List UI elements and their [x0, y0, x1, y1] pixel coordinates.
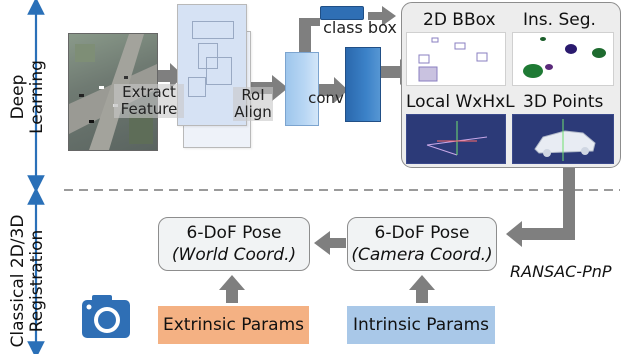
feature-region-2 [198, 43, 218, 69]
points-title: 3D Points [523, 92, 604, 112]
conv-block [345, 47, 381, 122]
registration-label: Classical 2D/3D Registration [8, 214, 47, 348]
roi-align-label: RoI Align [233, 86, 273, 121]
arrow-camera-to-world-pose [314, 231, 346, 255]
feature-region-4 [188, 77, 206, 97]
segmentation-preview-icon [523, 37, 606, 78]
dims-preview-icon [426, 121, 488, 156]
world-pose-box: 6-DoF Pose (World Coord.) [158, 217, 310, 271]
deep-learning-label: Deep Learning [8, 60, 47, 134]
car-points-icon [534, 119, 596, 161]
ransac-pnp-label: RANSAC-PnP [510, 262, 612, 281]
arrow-panel-to-camera-pose [506, 166, 575, 247]
arrow-class-box-out [368, 6, 396, 26]
extract-feature-label: Extract Feature [114, 84, 184, 118]
bbox-preview-icon [418, 37, 488, 82]
arrow-extrinsic-up [219, 275, 245, 303]
arrow-image-to-features [152, 63, 184, 89]
road-image-thumbnail [68, 33, 158, 151]
feature-map-front [177, 4, 247, 126]
feature-region-3 [206, 57, 232, 85]
intrinsic-params-box: Intrinsic Params [347, 306, 495, 344]
dims-tile [406, 114, 506, 164]
dims-title: Local WxHxL [406, 92, 515, 112]
bbox-title: 2D BBox [423, 10, 496, 30]
arrow-roi-to-conv [318, 77, 348, 103]
extrinsic-params-box: Extrinsic Params [158, 306, 309, 344]
camera-pose-box: 6-DoF Pose (Camera Coord.) [347, 217, 497, 271]
arrow-up-to-class-box [299, 18, 320, 57]
points-tile [512, 114, 614, 164]
roi-feature-block [285, 52, 319, 126]
camera-icon [82, 295, 130, 338]
arrow-intrinsic-up [409, 275, 435, 303]
class-box-block [320, 6, 364, 20]
feature-region-1 [192, 21, 234, 39]
bbox-tile [406, 32, 506, 86]
road-scene-icon [69, 34, 157, 150]
segmentation-tile [512, 32, 614, 86]
class-box-label: class box [323, 18, 397, 37]
conv-label: conv [308, 89, 344, 107]
seg-title: Ins. Seg. [523, 10, 596, 30]
